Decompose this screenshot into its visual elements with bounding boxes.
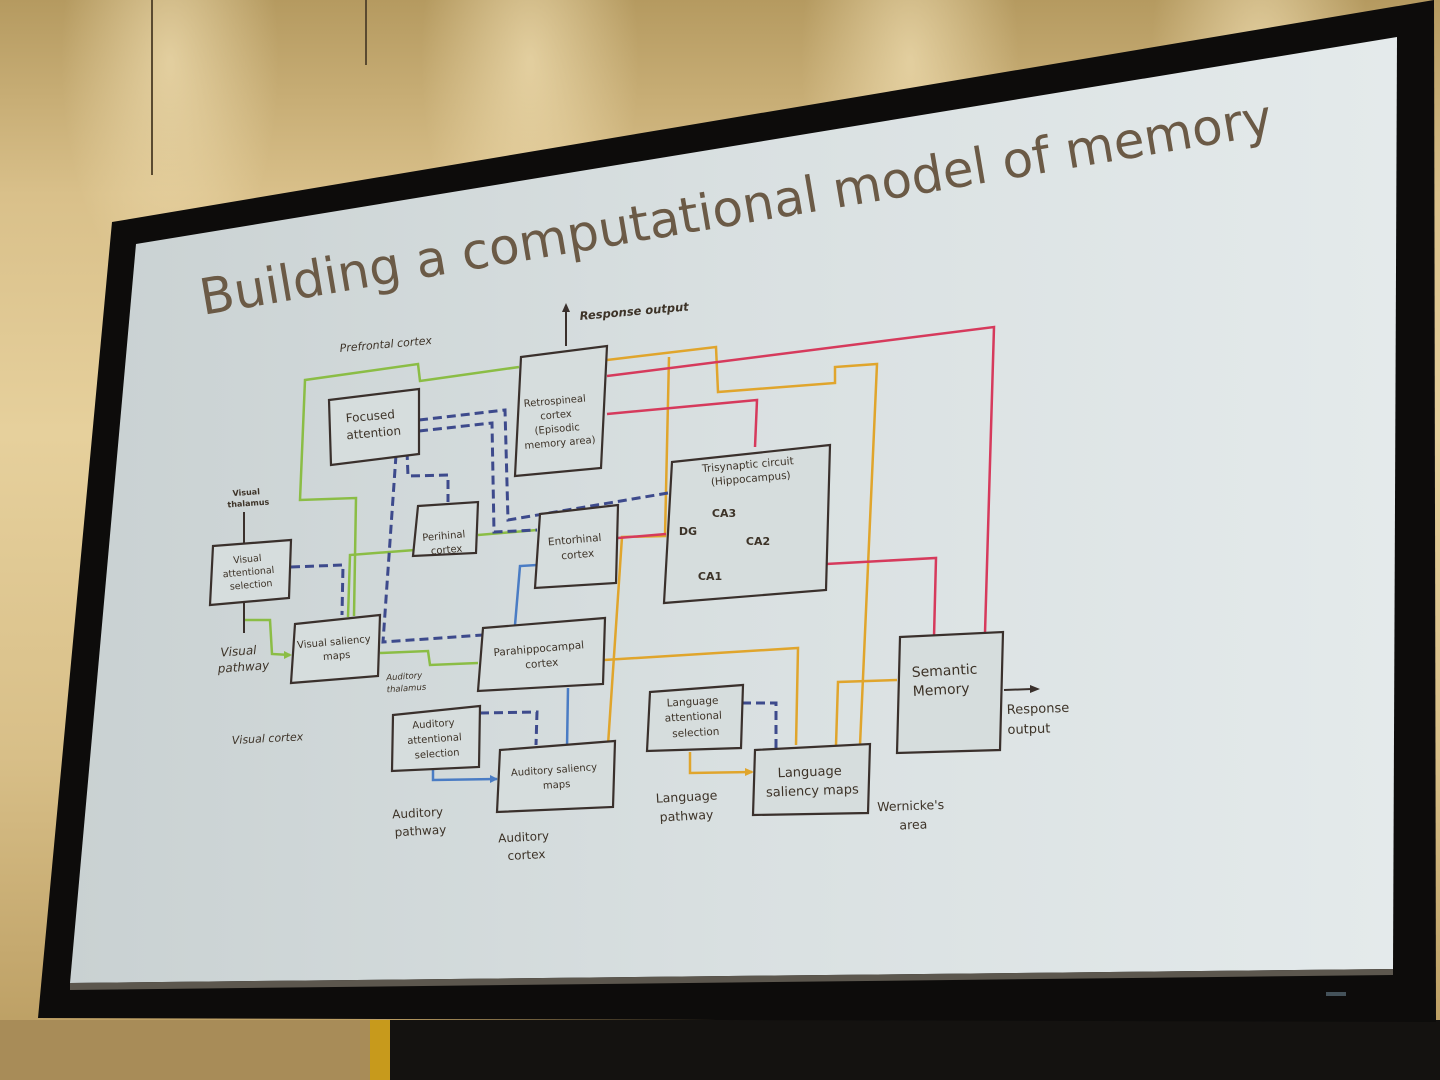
red-line — [617, 532, 667, 540]
screen-logo — [1326, 992, 1346, 996]
floor-dark — [390, 1020, 1440, 1080]
visual-attentional-label: Visual attentional selection — [221, 552, 279, 594]
dashed-line — [742, 701, 778, 750]
box-focused-attention — [327, 387, 421, 467]
box-parahippocampal — [476, 616, 607, 693]
ca2-label: CA2 — [746, 535, 770, 548]
arrow-right-icon — [284, 651, 292, 659]
dashed-line — [290, 563, 345, 616]
dashed-line — [405, 450, 450, 502]
green-line — [298, 362, 520, 617]
dg-label: DG — [679, 525, 697, 538]
arrow-up-icon — [562, 303, 570, 312]
dashed-line — [418, 421, 538, 534]
screen-bottom-shadow — [70, 969, 1393, 990]
auditory-thalamus-label: Auditory thalamus — [385, 671, 427, 696]
ca3-label: CA3 — [712, 507, 736, 520]
boxes — [208, 344, 1005, 817]
green-line — [244, 618, 291, 657]
yellow-line — [606, 345, 879, 746]
ca1-label: CA1 — [698, 570, 722, 583]
box-language-saliency — [751, 742, 872, 817]
box-perihinal-cortex — [411, 500, 480, 558]
blue-dashed-connectors — [290, 408, 778, 750]
dashed-line — [418, 408, 669, 522]
box-trisynaptic-circuit — [662, 443, 832, 605]
box-auditory-saliency — [495, 739, 617, 814]
yellow-line — [688, 752, 753, 775]
blue-line — [513, 563, 538, 626]
arrowheads — [284, 303, 1040, 783]
response-line — [1003, 688, 1033, 691]
dashed-line — [479, 710, 539, 746]
red-connectors — [606, 325, 996, 638]
red-line — [606, 325, 996, 634]
dashed-line — [381, 454, 484, 644]
auditory-attentional-label: Auditory attentional selection — [406, 717, 466, 762]
blue-line — [565, 687, 570, 749]
box-entorhinal-cortex — [533, 503, 620, 590]
auditory-pathway-label: Auditory pathway — [392, 805, 448, 840]
yellow-line — [834, 678, 898, 746]
semantic-memory-label: Semantic Memory — [911, 661, 983, 700]
hanging-cable — [151, 0, 153, 175]
green-line — [346, 548, 416, 618]
black-connectors — [243, 310, 1033, 691]
arrow-right-icon — [490, 775, 498, 783]
red-line — [606, 398, 759, 448]
red-line — [825, 556, 938, 638]
box-visual-attentional — [208, 538, 293, 607]
visual-thalamus-label: Visual thalamus — [226, 487, 269, 510]
box-retrospineal-cortex — [513, 344, 609, 478]
hanging-cable — [365, 0, 367, 65]
entorhinal-label: Entorhinal cortex — [548, 532, 607, 564]
yellow-connectors — [603, 345, 898, 775]
visual-pathway-label: Visual pathway — [215, 642, 270, 676]
auditory-cortex-label: Auditory cortex — [498, 829, 554, 864]
language-saliency-label: Language saliency maps — [765, 763, 859, 800]
arrow-right-icon — [745, 768, 754, 776]
box-visual-saliency — [289, 613, 382, 685]
focused-attention-label: Focused attention — [344, 407, 401, 443]
box-language-attentional — [645, 683, 745, 753]
connectors — [243, 310, 1033, 782]
language-attentional-label: Language attentional selection — [664, 694, 727, 740]
yellow-line — [603, 646, 800, 746]
floor-panel — [0, 1020, 380, 1080]
response-output-right-label: Response output — [1007, 701, 1075, 738]
floor-panel-edge — [370, 1020, 390, 1080]
wernickes-area-label: Wernicke's area — [877, 797, 949, 833]
box-semantic-memory — [895, 630, 1005, 755]
language-pathway-label: Language pathway — [655, 787, 722, 824]
box-auditory-attentional — [390, 704, 482, 773]
green-line — [379, 649, 479, 667]
visual-cortex-label: Visual cortex — [231, 730, 304, 747]
arrow-right-icon — [1030, 685, 1040, 693]
perihinal-label: Perihinal cortex — [422, 529, 470, 558]
